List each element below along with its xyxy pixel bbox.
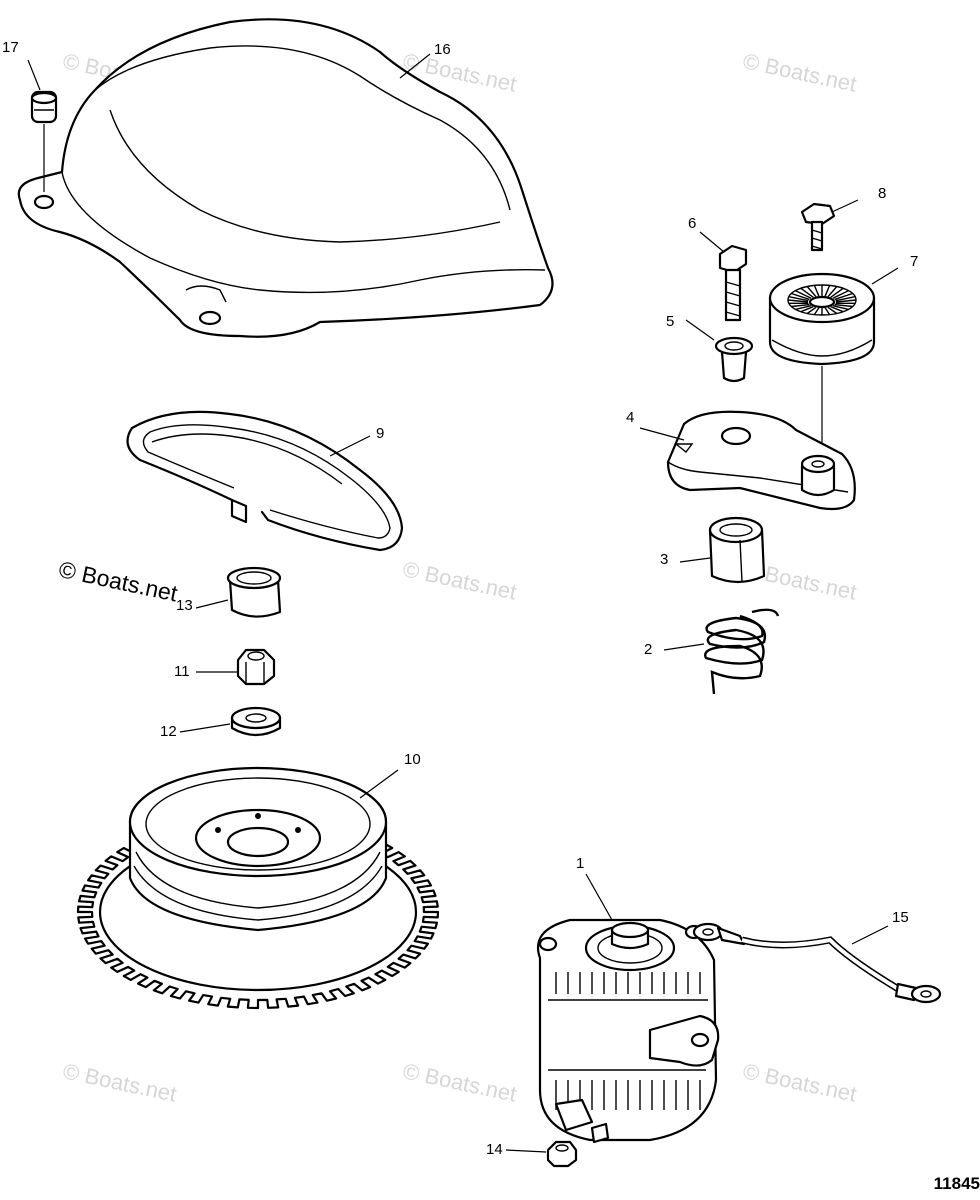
- callout-6: 6: [688, 215, 697, 232]
- belt-cover-illustration: [17, 18, 554, 338]
- callout-16: 16: [434, 41, 451, 58]
- sleeve-illustration: [714, 336, 754, 383]
- screw-illustration: [800, 202, 836, 252]
- callout-8: 8: [878, 185, 887, 202]
- callout-10: 10: [404, 751, 421, 768]
- washer-illustration: [230, 706, 282, 737]
- callout-15: 15: [892, 909, 909, 926]
- callout-14: 14: [486, 1141, 503, 1158]
- ground-cable-illustration: [692, 922, 942, 1004]
- diagram-number: 11845: [933, 1174, 980, 1193]
- callout-7: 7: [910, 253, 919, 270]
- tensioner-arm-illustration: [666, 410, 856, 511]
- spring-illustration: [704, 608, 780, 695]
- leader-lines: [27, 53, 899, 1153]
- small-nut-illustration: [546, 1140, 578, 1168]
- callout-9: 9: [376, 425, 385, 442]
- idler-pulley-illustration: [768, 272, 876, 452]
- callout-1: 1: [576, 855, 585, 872]
- bushing-illustration: [226, 566, 282, 618]
- spacer-illustration: [708, 516, 766, 584]
- callout-13: 13: [176, 597, 193, 614]
- callout-4: 4: [626, 409, 635, 426]
- callout-2: 2: [644, 641, 653, 658]
- flywheel-pulley-illustration: [76, 766, 440, 1010]
- callout-17: 17: [2, 39, 19, 56]
- callout-5: 5: [666, 313, 675, 330]
- callout-11: 11: [174, 663, 190, 680]
- nut-illustration: [236, 648, 276, 686]
- callout-12: 12: [160, 723, 177, 740]
- drive-belt-illustration: [126, 410, 404, 552]
- alternator-illustration: [537, 918, 720, 1144]
- grommet-illustration: [30, 90, 58, 192]
- callout-3: 3: [660, 551, 669, 568]
- bolt-illustration: [718, 244, 748, 322]
